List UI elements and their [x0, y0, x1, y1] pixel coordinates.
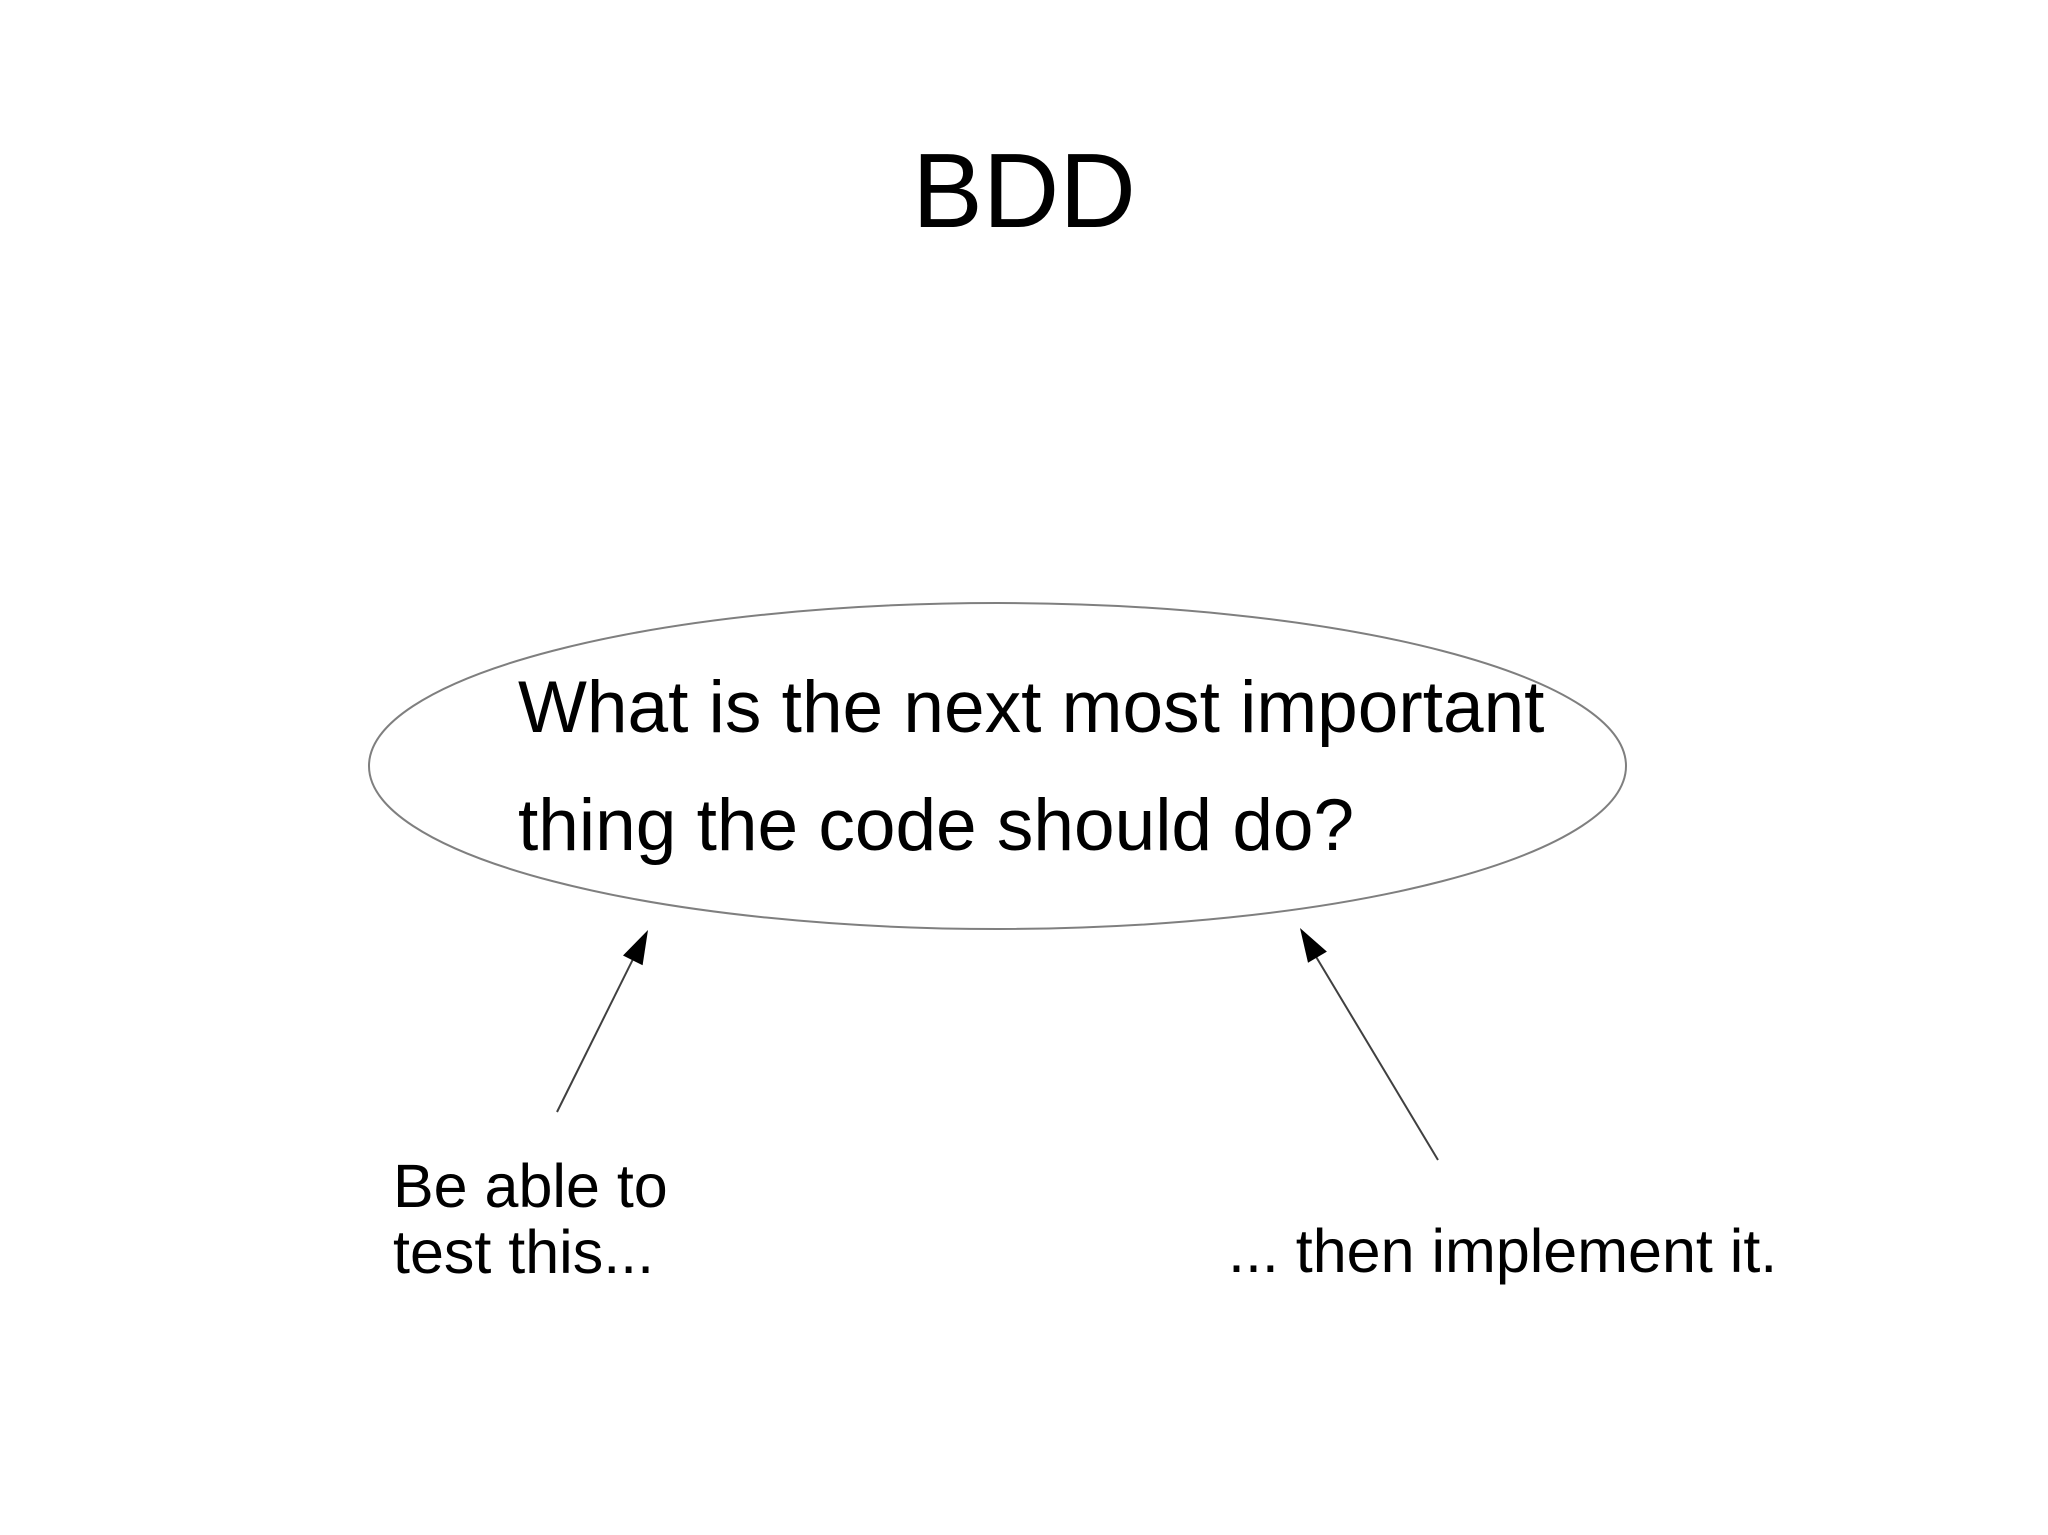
left-arrow-line — [556, 942, 642, 1113]
left-arrow-head-icon — [623, 930, 648, 966]
left-annotation-line-1: Be able to — [393, 1152, 668, 1220]
slide-title: BDD — [912, 132, 1136, 250]
right-arrow-line — [1311, 949, 1439, 1161]
question-bubble-text: What is the next most important thing th… — [518, 649, 1544, 885]
question-line-2: thing the code should do? — [518, 785, 1355, 866]
question-ellipse — [368, 602, 1627, 930]
left-annotation-line-2: test this... — [393, 1218, 655, 1286]
right-arrow-head-icon — [1300, 928, 1327, 963]
question-line-1: What is the next most important — [518, 667, 1545, 748]
left-annotation-label: Be able to test this... — [393, 1153, 668, 1285]
right-annotation-label: ... then implement it. — [1228, 1217, 1778, 1285]
